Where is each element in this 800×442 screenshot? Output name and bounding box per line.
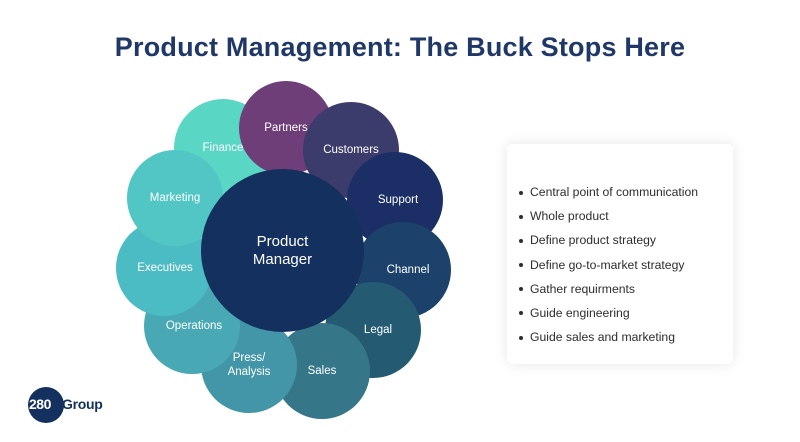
- logo-word: Group: [62, 396, 103, 412]
- petal-label: Support: [377, 193, 419, 206]
- list-item: Guide sales and marketing: [519, 325, 733, 349]
- list-item: Gather requirments: [519, 277, 733, 301]
- petal-label: Customers: [323, 143, 379, 156]
- petal-label: Executives: [137, 261, 193, 274]
- petal-label: Legal: [363, 323, 393, 336]
- petal-label: Press/ Analysis: [227, 351, 271, 378]
- list-item: Central point of communication: [519, 180, 733, 204]
- list-item: Define product strategy: [519, 228, 733, 252]
- company-logo: 280 Group: [28, 387, 118, 423]
- petal-label: Marketing: [149, 191, 201, 204]
- logo-circle: [28, 387, 64, 423]
- petal-label: Sales: [307, 364, 337, 377]
- center-label-line1: Product: [256, 232, 309, 250]
- responsibilities-card: Central point of communication Whole pro…: [507, 144, 733, 364]
- list-item: Whole product: [519, 204, 733, 228]
- logo-number: 280: [29, 396, 51, 412]
- petal-label: Channel: [386, 263, 430, 276]
- responsibilities-list: Central point of communication Whole pro…: [507, 144, 733, 349]
- petal-label: Partners: [264, 121, 308, 134]
- list-item: Guide engineering: [519, 301, 733, 325]
- list-item: Define go-to-market strategy: [519, 253, 733, 277]
- center-product-manager: Product Manager: [201, 169, 364, 332]
- center-label-line2: Manager: [252, 250, 313, 268]
- petal-label: Operations: [165, 319, 223, 332]
- page-title: Product Management: The Buck Stops Here: [114, 32, 686, 62]
- petal-label: Finance: [202, 141, 244, 154]
- petal-press-analysis: Press/ Analysis: [201, 317, 297, 413]
